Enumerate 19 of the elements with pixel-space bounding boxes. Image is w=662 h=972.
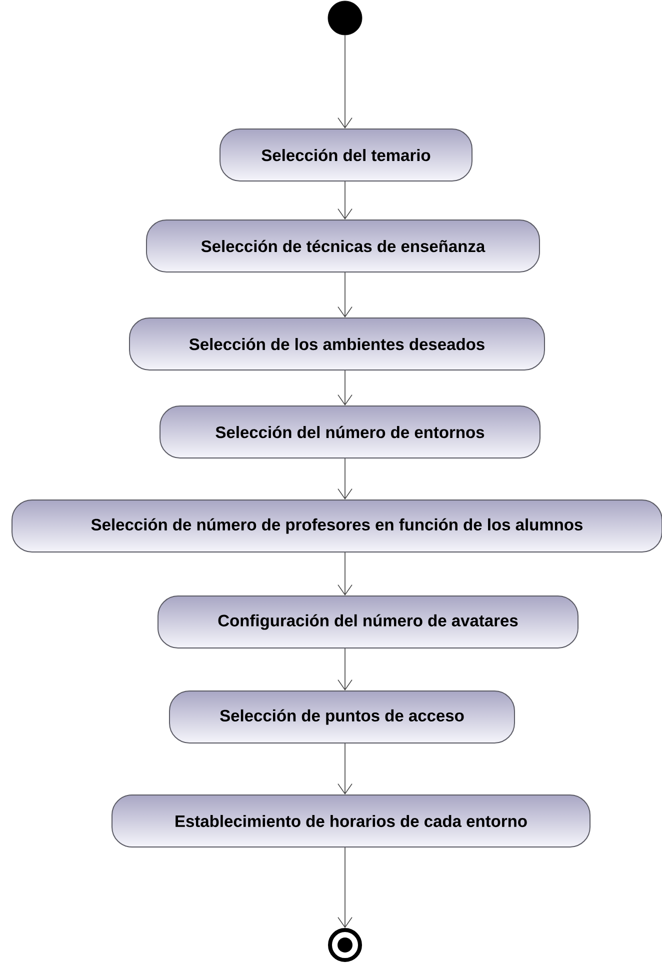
arrow: [338, 552, 352, 596]
activity-box: Selección de técnicas de enseñanza: [146, 220, 540, 272]
arrow: [338, 847, 352, 928]
arrow: [338, 272, 352, 318]
start-node: [328, 0, 362, 36]
arrow: [338, 743, 352, 794]
activity-box: Selección de puntos de acceso: [169, 690, 515, 744]
activity-box: Selección de número de profesores en función de los alumnos: [12, 500, 662, 552]
activity-box: Configuración del número de avatares: [158, 596, 578, 648]
activity-box: Selección del temario: [220, 128, 472, 182]
end-node: [328, 928, 362, 962]
arrow: [338, 34, 352, 128]
arrow: [338, 458, 352, 500]
arrow: [338, 181, 352, 220]
activity-box: Establecimiento de horarios de cada entorno: [112, 794, 590, 848]
activity-box: Selección del número de entornos: [160, 406, 540, 458]
arrow: [338, 648, 352, 690]
activity-box: Selección de los ambientes deseados: [129, 318, 545, 370]
arrow: [338, 370, 352, 406]
